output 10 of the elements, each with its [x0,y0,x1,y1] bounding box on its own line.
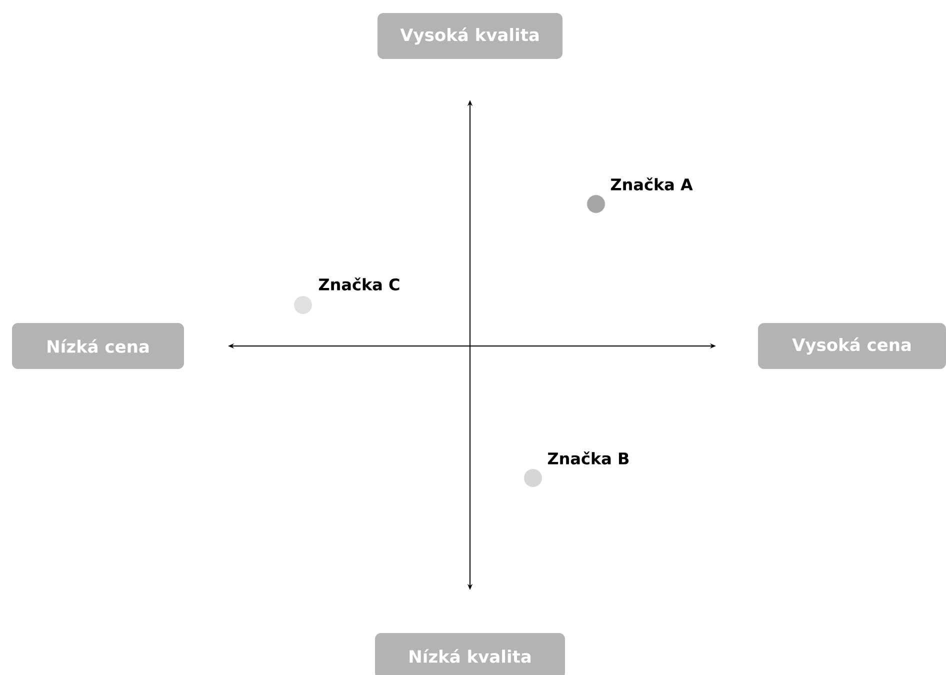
point-label: Značka C [318,277,400,290]
data-point [524,468,542,487]
data-point [587,195,605,213]
point-label: Značka A [610,177,693,190]
label-box: Nízká cena [12,322,184,369]
label-box: Vysoká kvalita [378,13,562,59]
label-box: Nízká kvalita [375,632,565,675]
label-box: Vysoká cena [758,322,946,369]
point-label: Značka B [548,451,629,464]
data-point [294,296,312,314]
